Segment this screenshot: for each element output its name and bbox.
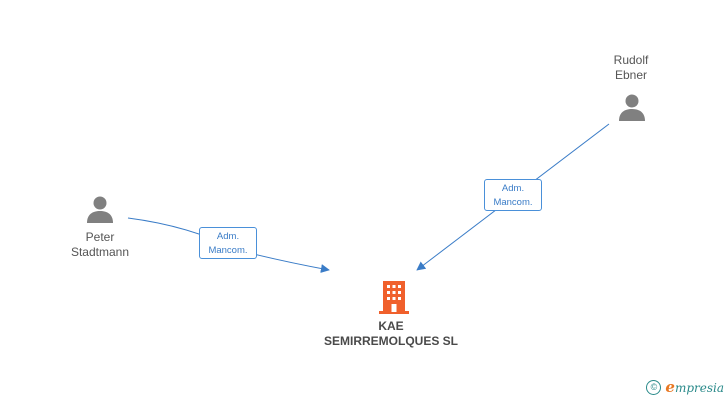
person-name-rudolf[interactable]: Rudolf Ebner	[596, 53, 666, 83]
copyright-icon: ©	[646, 379, 662, 395]
company-name[interactable]: KAE SEMIRREMOLQUES SL	[300, 319, 482, 349]
person-name-peter[interactable]: Peter Stadtmann	[58, 230, 142, 260]
person-name-line2: Stadtmann	[70, 245, 130, 259]
person-icon[interactable]	[86, 195, 114, 223]
brand-logo: empresia	[665, 378, 724, 396]
edge-label-line2: Mancom.	[208, 245, 248, 256]
company-name-line2: SEMIRREMOLQUES SL	[323, 334, 458, 348]
empresia-watermark: © empresia	[646, 378, 724, 396]
company-name-line1: KAE	[378, 319, 404, 333]
person-icon[interactable]	[618, 93, 646, 121]
person-name-line1: Rudolf	[613, 53, 649, 67]
edge-label-line1: Adm.	[501, 183, 525, 194]
edge-label-line2: Mancom.	[493, 197, 533, 208]
edge-label-rudolf[interactable]: Adm. Mancom.	[484, 179, 542, 211]
edge-label-line1: Adm.	[216, 231, 240, 242]
building-icon[interactable]	[378, 280, 410, 314]
edge-label-peter[interactable]: Adm. Mancom.	[199, 227, 257, 259]
person-name-line2: Ebner	[614, 68, 648, 82]
person-name-line1: Peter	[85, 230, 115, 244]
